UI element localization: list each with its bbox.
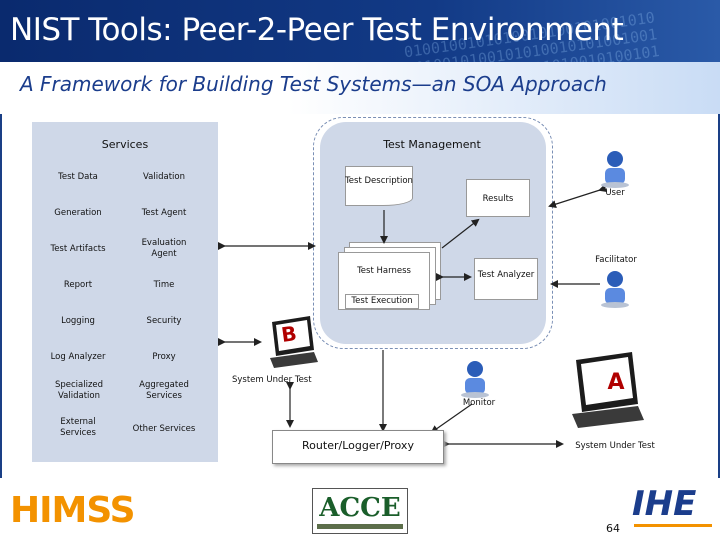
service-time: Time [153, 280, 175, 290]
test-description-label: Test Description [345, 176, 413, 186]
test-description-doc [345, 166, 413, 206]
service-other-services: Other Services [132, 424, 196, 434]
page-title: NIST Tools: Peer-2-Peer Test Environment [10, 12, 624, 48]
service-generation: Generation [54, 208, 102, 218]
results-label: Results [482, 194, 514, 204]
router-box [272, 430, 444, 464]
test-execution-label: Test Execution [345, 294, 419, 309]
test-analyzer-doc [474, 258, 538, 300]
acce-logo-text: ACCE [319, 493, 401, 523]
user-label: User [605, 188, 625, 198]
page-subtitle: A Framework for Building Test Systems—an… [20, 72, 607, 96]
himss-logo: HIMSS [10, 490, 136, 531]
arrow-harness-to-results [441, 218, 480, 249]
diagram-connectors [218, 184, 607, 448]
service-test-artifacts: Test Artifacts [50, 244, 106, 254]
test-management-heading: Test Management [383, 138, 481, 151]
title-bar [0, 0, 720, 62]
page-number: 64 [606, 522, 620, 535]
acce-stripe [317, 524, 403, 529]
facilitator-person-icon [601, 271, 629, 308]
monitor-person-icon [461, 361, 489, 398]
services-heading: Services [101, 138, 149, 151]
test-harness-label: Test Harness [357, 266, 411, 276]
service-specialized-validation: Specialized Validation [54, 380, 104, 401]
router-label: Router/Logger/Proxy [302, 439, 414, 452]
diagram-area: Services Test Management Test Descriptio… [2, 114, 718, 478]
sut-a-label: System Under Test [575, 441, 655, 451]
facilitator-label: Facilitator [595, 255, 637, 265]
service-aggregated-services: Aggregated Services [139, 380, 189, 401]
service-log-analyzer: Log Analyzer [50, 352, 106, 362]
service-validation: Validation [143, 172, 185, 182]
ihe-logo: IHE [632, 484, 697, 524]
subtitle-bar [0, 62, 720, 114]
service-test-data: Test Data [58, 172, 98, 182]
sut-b-computer-icon [270, 316, 318, 368]
service-evaluation-agent: Evaluation Agent [141, 238, 187, 259]
sut-a-computer-icon [572, 352, 644, 428]
results-doc [466, 179, 530, 217]
services-panel [32, 122, 218, 462]
acce-logo: ACCE [312, 488, 408, 534]
service-security: Security [146, 316, 182, 326]
sut-b-label: System Under Test [232, 375, 312, 385]
footer: HIMSS ACCE IHE 64 [0, 478, 720, 540]
service-external-services: External Services [60, 417, 96, 438]
sut-b-letter: B [279, 321, 299, 347]
ihe-underline [634, 524, 712, 527]
service-test-agent: Test Agent [141, 208, 187, 218]
sut-a-letter: A [607, 370, 625, 395]
service-report: Report [63, 280, 93, 290]
service-proxy: Proxy [152, 352, 176, 362]
user-person-icon [601, 151, 629, 188]
test-analyzer-label: Test Analyzer [477, 270, 535, 280]
test-management-border [313, 117, 553, 349]
service-logging: Logging [61, 316, 95, 326]
arrow-user-to-tm [548, 184, 607, 208]
monitor-label: Monitor [462, 398, 496, 408]
arrow-monitor-to-router [430, 403, 473, 434]
